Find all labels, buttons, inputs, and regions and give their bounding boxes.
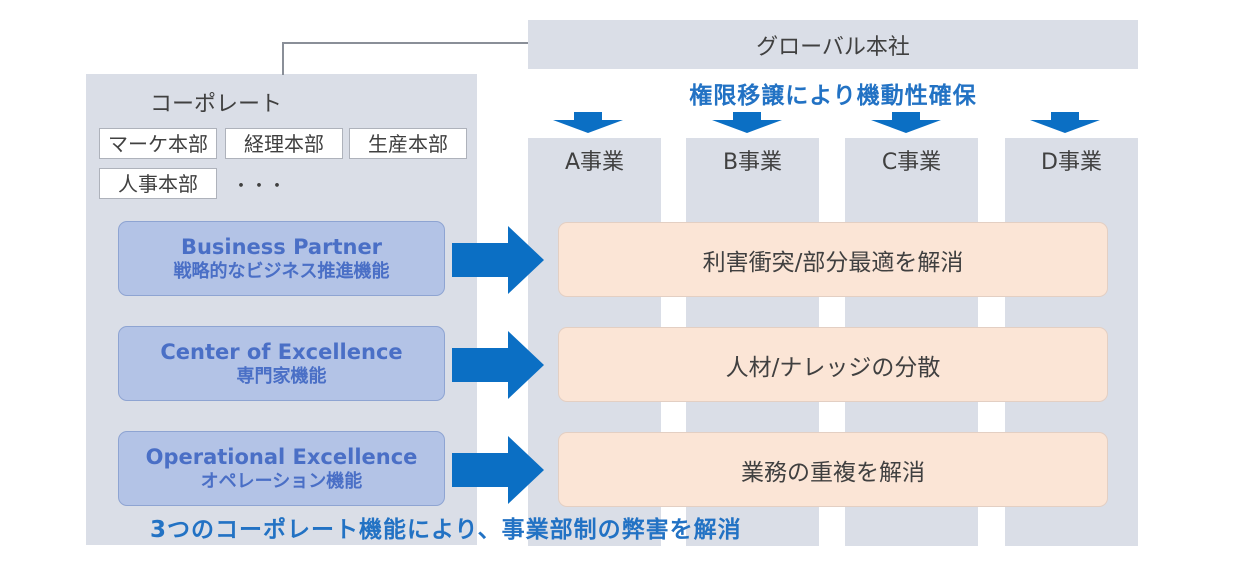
function-name-en: Business Partner — [180, 234, 383, 259]
issue-talent-dispersion: 人材/ナレッジの分散 — [558, 327, 1108, 402]
department-production: 生産本部 — [349, 128, 467, 159]
department-accounting: 経理本部 — [225, 128, 343, 159]
right-arrow-icon — [452, 331, 544, 399]
business-unit-c-label: C事業 — [881, 150, 942, 175]
issue-conflict-of-interest: 利害衝突/部分最適を解消 — [558, 222, 1108, 297]
function-name-jp: 専門家機能 — [236, 365, 327, 387]
delegation-note: 権限移譲により機動性確保 — [689, 83, 977, 109]
business-unit-a-label: A事業 — [564, 150, 625, 175]
issue-label: 業務の重複を解消 — [741, 459, 925, 486]
global-hq-bar: グローバル本社 — [528, 20, 1138, 69]
corporate-title: コーポレート — [149, 92, 282, 117]
issue-duplicate-operations: 業務の重複を解消 — [558, 432, 1108, 507]
function-center-of-excellence: Center of Excellence 専門家機能 — [118, 326, 445, 401]
issue-label: 利害衝突/部分最適を解消 — [702, 249, 964, 276]
down-arrows — [553, 112, 1100, 133]
function-operational-excellence: Operational Excellence オペレーション機能 — [118, 431, 445, 506]
conclusion-text: 3つのコーポレート機能により、事業部制の弊害を解消 — [150, 517, 742, 543]
hq-connector-vertical — [282, 42, 284, 75]
down-arrow-icon — [712, 112, 782, 133]
right-arrow-icon — [452, 226, 544, 294]
more-departments-ellipsis: ・・・ — [232, 176, 286, 197]
function-business-partner: Business Partner 戦略的なビジネス推進機能 — [118, 221, 445, 296]
hq-connector-horizontal — [282, 42, 529, 44]
right-arrow-icon — [452, 436, 544, 504]
down-arrow-icon — [553, 112, 623, 133]
global-hq-label: グローバル本社 — [756, 34, 910, 60]
business-unit-d-label: D事業 — [1041, 150, 1102, 175]
department-marketing: マーケ本部 — [99, 128, 217, 159]
down-arrow-icon — [871, 112, 941, 133]
function-name-en: Center of Excellence — [160, 339, 403, 364]
department-hr: 人事本部 — [99, 168, 217, 199]
business-unit-b-label: B事業 — [722, 150, 783, 175]
function-name-jp: オペレーション機能 — [200, 470, 363, 492]
down-arrow-icon — [1030, 112, 1100, 133]
issue-label: 人材/ナレッジの分散 — [725, 354, 941, 381]
function-name-en: Operational Excellence — [145, 444, 418, 469]
function-name-jp: 戦略的なビジネス推進機能 — [173, 260, 390, 282]
